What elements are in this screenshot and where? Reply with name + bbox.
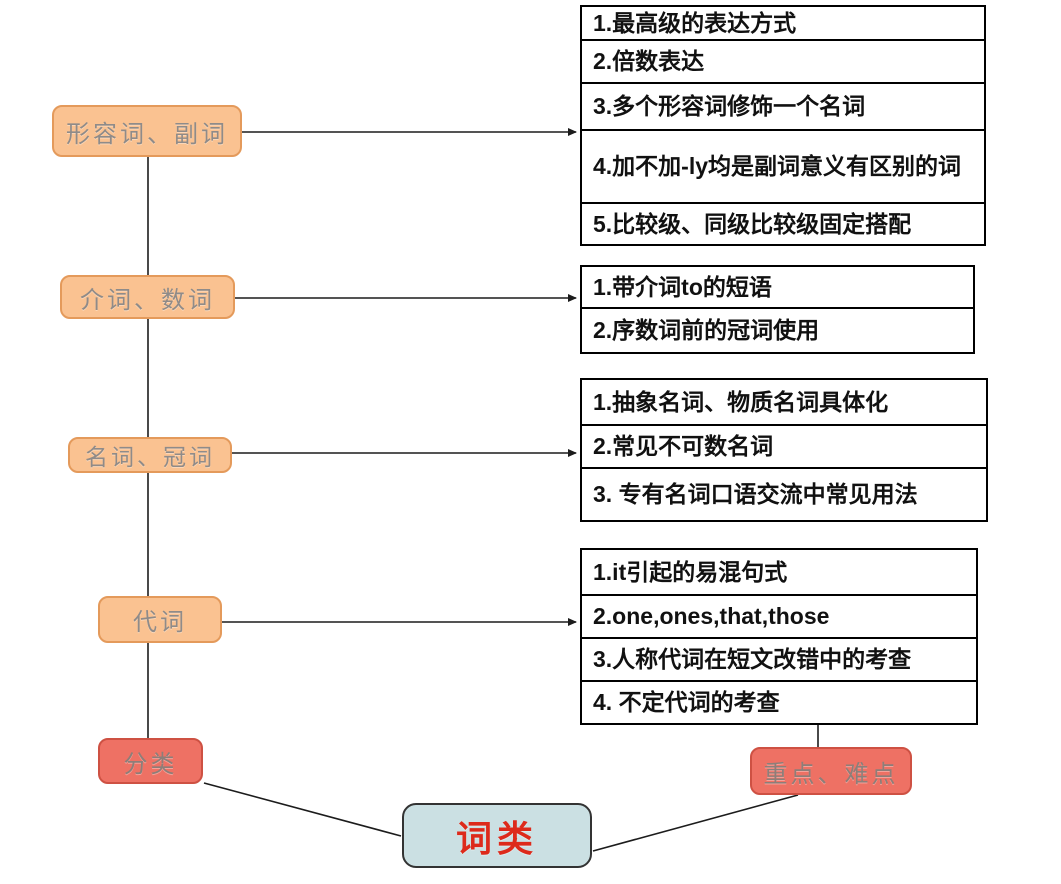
- classification-to-root-line: [203, 782, 402, 837]
- stack-item: 4. 不定代词的考查: [582, 680, 976, 723]
- focus-to-root-line: [592, 794, 799, 852]
- node-preposition-numeral-label: 介词、数词: [80, 286, 215, 314]
- stack-item: 1.it引起的易混句式: [593, 558, 788, 585]
- stack-item: 2.序数词前的冠词使用: [582, 307, 973, 352]
- stack-item: 2.常见不可数名词: [582, 424, 986, 467]
- node-root-word-classes-label: 词类: [455, 817, 538, 859]
- node-adjective-adverb: 形容词、副词: [52, 105, 242, 157]
- stack-item: 1.最高级的表达方式: [593, 9, 797, 36]
- node-noun-article: 名词、冠词: [68, 437, 232, 473]
- node-noun-article-label: 名词、冠词: [85, 444, 215, 470]
- stack-noun-article-points: 1.抽象名词、物质名词具体化 2.常见不可数名词 3. 专有名词口语交流中常见用…: [580, 378, 988, 522]
- node-pronoun: 代词: [98, 596, 222, 643]
- node-root-word-classes: 词类: [402, 803, 592, 868]
- stack-item: 3.多个形容词修饰一个名词: [582, 82, 984, 129]
- stack-pronoun-points: 1.it引起的易混句式 2.one,ones,that,those 3.人称代词…: [580, 548, 978, 725]
- stack-item: 5.比较级、同级比较级固定搭配: [582, 202, 984, 244]
- node-pronoun-label: 代词: [133, 609, 187, 636]
- stack-item: 3.人称代词在短文改错中的考查: [582, 637, 976, 680]
- stack-item: 4.加不加-ly均是副词意义有区别的词: [582, 129, 984, 202]
- stack-item: 3. 专有名词口语交流中常见用法: [582, 467, 986, 520]
- node-preposition-numeral: 介词、数词: [60, 275, 235, 319]
- stack-item: 2.one,ones,that,those: [582, 594, 976, 637]
- stack-preposition-numeral-points: 1.带介词to的短语 2.序数词前的冠词使用: [580, 265, 975, 354]
- node-classification-label: 分类: [123, 750, 178, 778]
- stack-item: 1.带介词to的短语: [593, 273, 772, 300]
- stack-adjective-adverb-points: 1.最高级的表达方式 2.倍数表达 3.多个形容词修饰一个名词 4.加不加-ly…: [580, 5, 986, 246]
- node-key-difficult-points-label: 重点、难点: [763, 760, 899, 788]
- node-adjective-adverb-label: 形容词、副词: [66, 120, 228, 148]
- stack-item: 1.抽象名词、物质名词具体化: [593, 388, 889, 415]
- node-key-difficult-points: 重点、难点: [750, 747, 912, 795]
- stack-item: 2.倍数表达: [582, 39, 984, 82]
- node-classification: 分类: [98, 738, 203, 784]
